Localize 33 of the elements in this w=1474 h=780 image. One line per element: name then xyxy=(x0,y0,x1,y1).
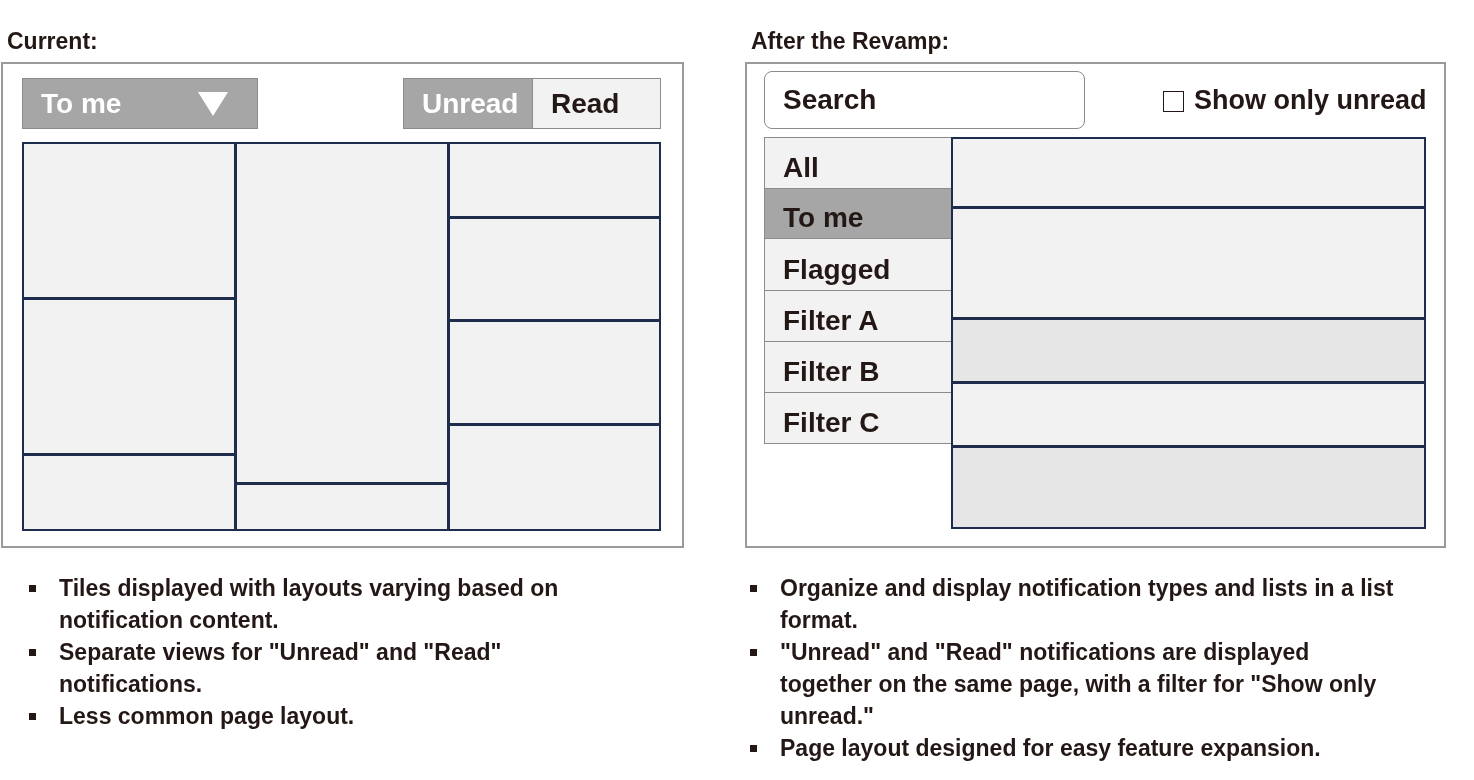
notification-row xyxy=(951,382,1426,447)
notification-tile xyxy=(448,424,661,531)
filter-tab: Filter C xyxy=(764,392,952,444)
toggle-tab: Read xyxy=(532,78,661,129)
filter-tab: Flagged xyxy=(764,238,952,291)
dropdown-menu: To me xyxy=(22,78,258,129)
notification-tile xyxy=(235,142,449,484)
bullet-text: "Unread" and "Read" notifications are displayed together on the same page, with a filter for "Show only unread." xyxy=(780,638,1378,731)
filter-tab: To me xyxy=(764,188,952,239)
notification-row xyxy=(951,137,1426,208)
notification-row xyxy=(951,207,1426,319)
notification-tile xyxy=(448,320,661,425)
panel-heading: Current: xyxy=(7,28,98,55)
filter-tab: Filter B xyxy=(764,341,952,393)
search-field: Search xyxy=(764,71,1085,129)
notification-tile xyxy=(448,217,661,321)
notification-tile xyxy=(22,454,236,531)
toggle-tab: Unread xyxy=(403,78,533,129)
bullet-text: Separate views for "Unread" and "Read" notifications. xyxy=(59,638,503,699)
filter-tab: All xyxy=(764,137,952,189)
panel-heading: After the Revamp: xyxy=(751,28,950,55)
bullet-text: Organize and display notification types and lists in a list format. xyxy=(780,574,1395,635)
notification-row xyxy=(951,446,1426,529)
notification-tile xyxy=(235,483,449,531)
notification-row xyxy=(951,318,1426,383)
checkbox-label: Show only unread xyxy=(1194,85,1427,116)
notification-tile xyxy=(22,298,236,455)
filter-tab: Filter A xyxy=(764,290,952,342)
notification-tile xyxy=(448,142,661,218)
bullet-text: Tiles displayed with layouts varying based on notification content. xyxy=(59,574,560,635)
notification-tile xyxy=(22,142,236,299)
bullet-text: Page layout designed for easy feature expansion. xyxy=(780,734,1322,763)
bullet-text: Less common page layout. xyxy=(59,702,356,731)
